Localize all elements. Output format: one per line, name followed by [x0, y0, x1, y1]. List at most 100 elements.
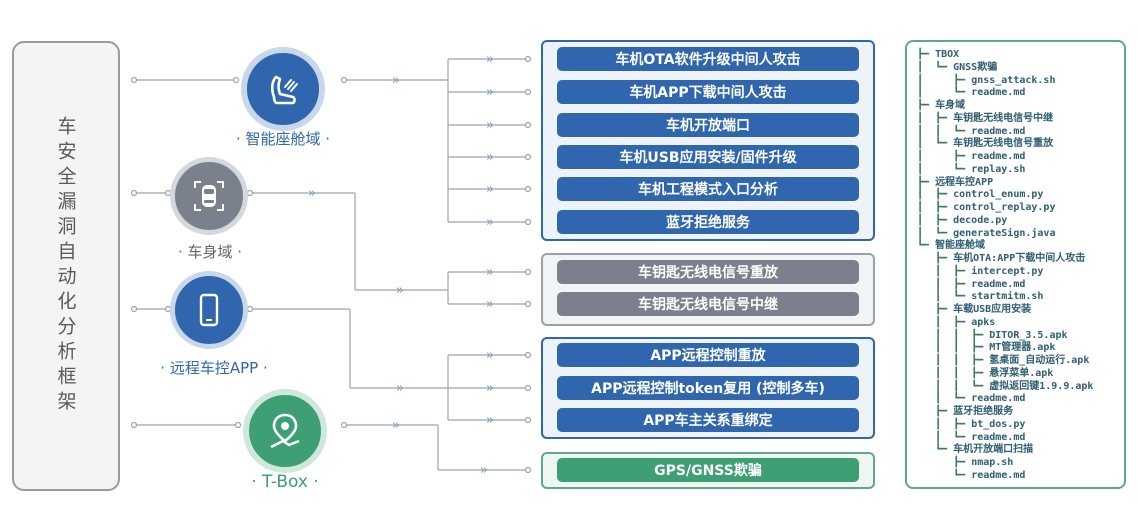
- arrow-marker: »: [392, 73, 400, 88]
- tree-entry-name: readme.md: [971, 393, 1026, 405]
- file-tree-entry[interactable]: ┃ ┃ ┣━ 悬浮菜单.apk: [917, 368, 1053, 380]
- tree-entry-name: 虚拟返回键1.9.9.apk: [989, 380, 1094, 392]
- file-tree-entry[interactable]: ┃ ┗━ readme.md: [917, 87, 1025, 99]
- tree-entry-name: 车机开放端口扫描: [953, 444, 1034, 456]
- file-tree-entry[interactable]: ┃ ┃ ┗━ 虚拟返回键1.9.9.apk: [917, 381, 1093, 393]
- tree-branch: ┃ ┃ ┣━: [917, 342, 990, 354]
- tree-entry-name: intercept.py: [971, 265, 1044, 277]
- app-domain-node[interactable]: [170, 271, 248, 349]
- file-tree-entry[interactable]: ┣━ 车机OTA:APP下载中间人攻击: [917, 253, 1085, 265]
- arrow-marker: »: [396, 381, 404, 396]
- file-tree-entry[interactable]: ┣━ 蓝牙拒绝服务: [917, 406, 1013, 418]
- tree-branch: ┃ ┗━: [917, 227, 954, 239]
- tree-entry-name: 蓝牙拒绝服务: [953, 406, 1014, 417]
- tbox-domain-node[interactable]: [243, 389, 327, 473]
- tree-branch: ┣━: [917, 100, 936, 111]
- cockpit-panel: [541, 40, 875, 241]
- file-tree-entry[interactable]: ┣━ 车身域: [917, 100, 965, 112]
- file-tree-entry[interactable]: ┃ ┃ ┣━ MT管理器.apk: [917, 342, 1055, 354]
- tbox-domain-label: · T-Box ·: [251, 472, 319, 492]
- file-tree-entry[interactable]: ┃ ┣━ control_enum.py: [917, 189, 1043, 201]
- tree-entry-name: startmitm.sh: [971, 291, 1044, 303]
- tree-entry-name: TBOX: [935, 49, 960, 60]
- file-tree-entry[interactable]: ┣━ nmap.sh: [917, 457, 1013, 469]
- tree-entry-name: readme.md: [971, 125, 1026, 137]
- cockpit-domain-label: · 智能座舱域 ·: [235, 130, 331, 148]
- tree-branch: ┃ ┣━: [917, 112, 954, 124]
- tree-branch: ┣━: [917, 49, 936, 60]
- tree-entry-name: 车身域: [935, 100, 966, 111]
- body-domain-node[interactable]: [170, 157, 248, 235]
- file-tree-entry[interactable]: ┃ ┃ ┗━ readme.md: [917, 126, 1025, 138]
- file-tree-entry[interactable]: ┃ ┣━ bt_dos.py: [917, 419, 1025, 431]
- tree-branch: ┃ ┗━: [917, 138, 954, 150]
- file-tree-entry[interactable]: ┗━ readme.md: [917, 470, 1025, 482]
- tree-branch: ┃ ┗━: [917, 291, 972, 303]
- file-tree-entry[interactable]: ┃ ┃ ┣━ 氢桌面_自动运行.apk: [917, 355, 1089, 367]
- tree-entry-name: control_replay.py: [953, 202, 1056, 213]
- arrow-marker: »: [486, 118, 494, 133]
- file-tree-entry[interactable]: ┣━ 远程车控APP: [917, 177, 993, 189]
- file-tree-entry[interactable]: ┃ ┣━ 车钥匙无线电信号中继: [917, 113, 1053, 125]
- tree-entry-name: nmap.sh: [971, 457, 1014, 468]
- arrow-marker: »: [486, 85, 494, 100]
- tree-branch: ┃ ┣━: [917, 74, 972, 86]
- body-attack-item[interactable]: 车钥匙无线电信号中继: [557, 292, 859, 316]
- file-tree-entry[interactable]: ┣━ 车载USB应用安装: [917, 304, 1031, 316]
- file-tree-entry[interactable]: ┣━ TBOX: [917, 49, 959, 61]
- tree-branch: ┃ ┗━: [917, 61, 954, 73]
- file-tree-entry[interactable]: ┃ ┣━ readme.md: [917, 279, 1025, 291]
- tree-entry-name: 悬浮菜单.apk: [989, 367, 1054, 379]
- file-tree-entry[interactable]: ┃ ┣━ intercept.py: [917, 266, 1043, 278]
- file-tree-entry[interactable]: ┃ ┃ ┣━ DITOR_3.5.apk: [917, 330, 1067, 342]
- file-tree-entry[interactable]: ┃ ┗━ GNSS欺骗: [917, 62, 997, 74]
- file-tree-entry[interactable]: ┃ ┗━ startmitm.sh: [917, 291, 1043, 303]
- file-tree-entry[interactable]: ┃ ┗━ 车钥匙无线电信号重放: [917, 138, 1053, 150]
- tree-entry-name: bt_dos.py: [971, 418, 1026, 430]
- cockpit-attack-item[interactable]: 车机USB应用安装/固件升级: [557, 145, 859, 169]
- tbox-attack-item[interactable]: GPS/GNSS欺骗: [557, 458, 859, 482]
- app-attack-item[interactable]: APP远程控制token复用 (控制多车): [557, 376, 859, 400]
- tree-entry-name: readme.md: [971, 278, 1026, 290]
- cockpit-domain-node[interactable]: [241, 47, 325, 131]
- tree-entry-name: decode.py: [953, 214, 1008, 226]
- file-tree-entry[interactable]: ┃ ┗━ replay.sh: [917, 164, 1025, 176]
- tree-entry-name: 车钥匙无线电信号重放: [953, 138, 1054, 150]
- cockpit-attack-item[interactable]: 车机APP下载中间人攻击: [557, 80, 859, 104]
- arrow-marker: »: [486, 297, 494, 312]
- cockpit-attack-item[interactable]: 蓝牙拒绝服务: [557, 210, 859, 234]
- file-tree-entry[interactable]: ┃ ┗━ readme.md: [917, 432, 1025, 444]
- seat-icon: [270, 75, 298, 105]
- file-tree-entry[interactable]: ┗━ 智能座舱域: [917, 240, 985, 252]
- file-tree-entry[interactable]: ┃ ┣━ apks: [917, 317, 995, 329]
- tree-branch: ┃ ┃ ┣━: [917, 355, 990, 366]
- file-tree-entry[interactable]: ┃ ┗━ generateSign.java: [917, 228, 1055, 240]
- tree-branch: ┃ ┗━: [917, 393, 972, 405]
- tree-branch: ┣━: [917, 457, 972, 468]
- file-tree-entry[interactable]: ┃ ┣━ control_replay.py: [917, 202, 1055, 214]
- tree-entry-name: readme.md: [971, 87, 1026, 99]
- cockpit-attack-item[interactable]: 车机开放端口: [557, 113, 859, 137]
- tree-branch: ┃ ┃ ┗━: [917, 380, 990, 392]
- tree-branch: ┗━: [917, 240, 936, 252]
- tree-branch: ┃ ┣━: [917, 418, 972, 430]
- file-tree-entry[interactable]: ┃ ┗━ readme.md: [917, 393, 1025, 405]
- tree-branch: ┗━: [917, 444, 954, 456]
- arrow-marker: »: [486, 215, 494, 230]
- app-attack-item[interactable]: APP远程控制重放: [557, 343, 859, 367]
- tree-entry-name: 车机OTA:APP下载中间人攻击: [953, 253, 1086, 264]
- arrow-marker: »: [486, 52, 494, 67]
- arrow-marker: »: [480, 463, 488, 478]
- file-tree-entry[interactable]: ┃ ┣━ decode.py: [917, 215, 1007, 227]
- file-tree-entry[interactable]: ┗━ 车机开放端口扫描: [917, 444, 1033, 456]
- cockpit-attack-item[interactable]: 车机OTA软件升级中间人攻击: [557, 47, 859, 71]
- file-tree-entry[interactable]: ┃ ┣━ gnss_attack.sh: [917, 75, 1055, 87]
- file-tree-entry[interactable]: ┃ ┣━ readme.md: [917, 151, 1025, 163]
- cockpit-attack-item[interactable]: 车机工程模式入口分析: [557, 177, 859, 201]
- body-attack-item[interactable]: 车钥匙无线电信号重放: [557, 260, 859, 284]
- framework-title-box: 车安全漏洞自动化分析框架: [12, 41, 120, 491]
- tree-entry-name: GNSS欺骗: [953, 61, 998, 73]
- app-attack-item[interactable]: APP车主关系重绑定: [557, 408, 859, 432]
- tree-branch: ┃ ┣━: [917, 316, 972, 328]
